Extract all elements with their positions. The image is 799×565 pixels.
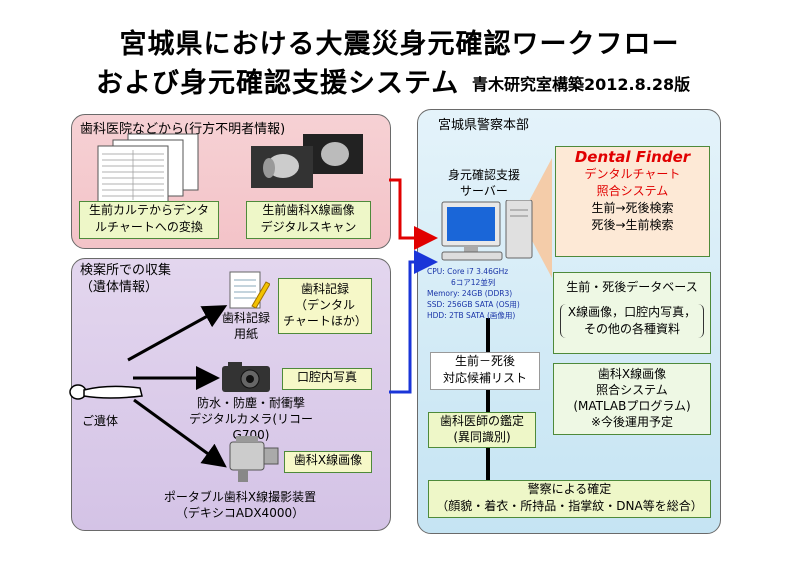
exam-title: 検案所での収集 （遺体情報） xyxy=(80,263,172,295)
title-line2: および身元確認支援システム xyxy=(96,68,460,99)
deceased-body-icon xyxy=(69,384,143,400)
red-arrow xyxy=(389,178,438,250)
xray-images-icon xyxy=(251,134,363,188)
chart-conversion-box: 生前カルテからデンタ ルチャートへの変換 xyxy=(79,201,219,239)
xray-scan-box: 生前歯科X線画像 デジタルスキャン xyxy=(246,201,371,239)
server-label: 身元確認支援 サーバー xyxy=(447,168,520,198)
dental-finder-title: Dental Finder xyxy=(574,148,691,166)
dental-chart-forms-icon xyxy=(97,133,199,203)
server-spec: CPU: Core i7 3.46GHz 6コア12並列 Memory: 24G… xyxy=(427,267,520,320)
xray-device-label: ポータブル歯科X線撮影装置 （デキシコADX4000） xyxy=(163,490,317,520)
xray-image-box: 歯科X線画像 xyxy=(284,451,372,473)
dental-record-form-icon xyxy=(229,271,270,309)
dental-finder-box: Dental Finder デンタルチャート 照合システム 生前→死後検索 死後… xyxy=(555,146,710,257)
arrow-to-form xyxy=(127,305,228,362)
portable-xray-device-icon xyxy=(229,436,279,482)
body-label: ご遺体 xyxy=(82,414,119,428)
orange-arrow xyxy=(520,158,552,278)
server-computer-icon xyxy=(441,200,533,261)
arrow-to-xray xyxy=(133,398,227,468)
xray-matching-box: 歯科X線画像 照合システム (MATLABプログラム) ※今後運用予定 xyxy=(553,363,711,435)
police-confirmation-box: 警察による確定 （顔貌・着衣・所持品・指掌紋・DNA等を総合） xyxy=(428,480,711,518)
title-line1: 宮城県における大震災身元確認ワークフロー xyxy=(119,29,680,60)
blue-arrow xyxy=(389,250,438,394)
dental-record-box: 歯科記録 （デンタル チャートほか） xyxy=(278,278,372,334)
police-title: 宮城県警察本部 xyxy=(438,118,530,133)
camera-label: 防水・防塵・耐衝撃 デジタルカメラ(リコーG700) xyxy=(188,396,314,442)
clinic-title: 歯科医院などから(行方不明者情報) xyxy=(80,122,286,137)
candidate-list-box: 生前－死後 対応候補リスト xyxy=(430,352,540,390)
title-subtitle: 青木研究室構築2012.8.28版 xyxy=(472,75,691,94)
database-box: 生前・死後データベース X線画像，口腔内写真， その他の各種資料 xyxy=(553,272,711,354)
oral-photo-box: 口腔内写真 xyxy=(282,368,372,390)
form-label: 歯科記録 用紙 xyxy=(221,311,270,341)
camera-icon xyxy=(222,362,270,392)
dentist-appraisal-box: 歯科医師の鑑定 (異同識別) xyxy=(428,412,536,448)
